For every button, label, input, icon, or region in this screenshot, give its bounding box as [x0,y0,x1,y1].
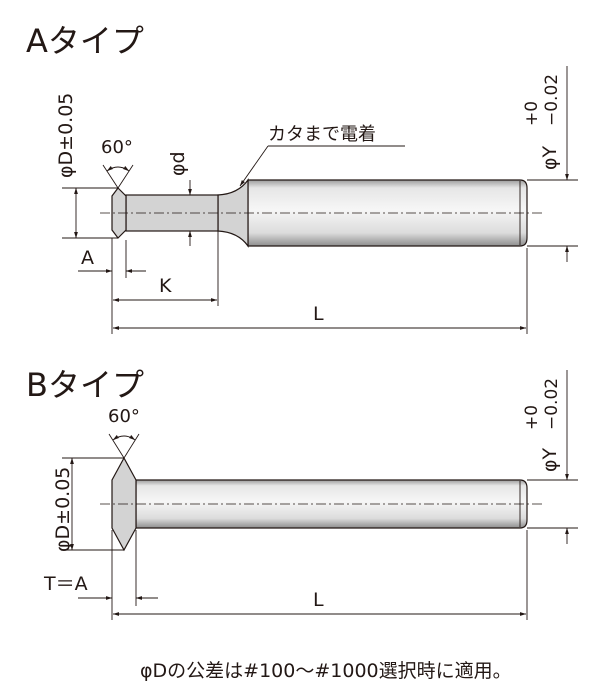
type-a-shank [247,179,528,247]
type-b-shank [135,479,528,529]
type-b-drawing: Bタイプ φD±0.05 60° φY +0 −0.02 T＝A [26,366,578,620]
type-a-tol-minus: −0.02 [542,74,562,126]
type-b-dia-y-label: φY [539,447,561,472]
type-a-dim-a: A [81,247,94,269]
type-b-dia-d-label: φD±0.05 [52,467,74,552]
type-b-angle-leg-left [108,433,125,459]
type-a-drawing: Aタイプ φD±0.05 60° φd カタまで電着 φY [26,22,578,334]
type-a-dia-d-label: φD±0.05 [55,93,77,178]
type-a-coating-note: カタまで電着 [268,124,376,145]
type-a-title: Aタイプ [26,22,144,60]
type-b-tol-plus: +0 [522,405,542,430]
type-b-dim-l: L [313,589,324,611]
type-a-angle-leg-left [102,164,119,189]
type-b-tol-minus: −0.02 [542,378,562,430]
type-a-coating-leader [239,145,269,187]
type-a-angle-leg-right [117,164,134,189]
type-b-angle-label: 60° [108,406,140,427]
footnote: φDの公差は#100〜#1000選択時に適用。 [140,660,512,682]
type-b-angle-leg-right [123,433,140,459]
type-a-angle-label: 60° [101,137,133,158]
type-a-dim-k: K [159,275,172,297]
type-a-tol-plus: +0 [522,101,542,126]
type-a-dia-y-label: φY [539,145,561,170]
type-b-angle-arc [112,434,136,441]
type-a-dim-l: L [313,303,324,325]
type-a-angle-arc [106,165,130,172]
type-b-dim-t: T＝A [43,573,88,595]
type-a-dia-small-d-label: φd [167,151,189,176]
type-b-title: Bタイプ [26,366,144,404]
